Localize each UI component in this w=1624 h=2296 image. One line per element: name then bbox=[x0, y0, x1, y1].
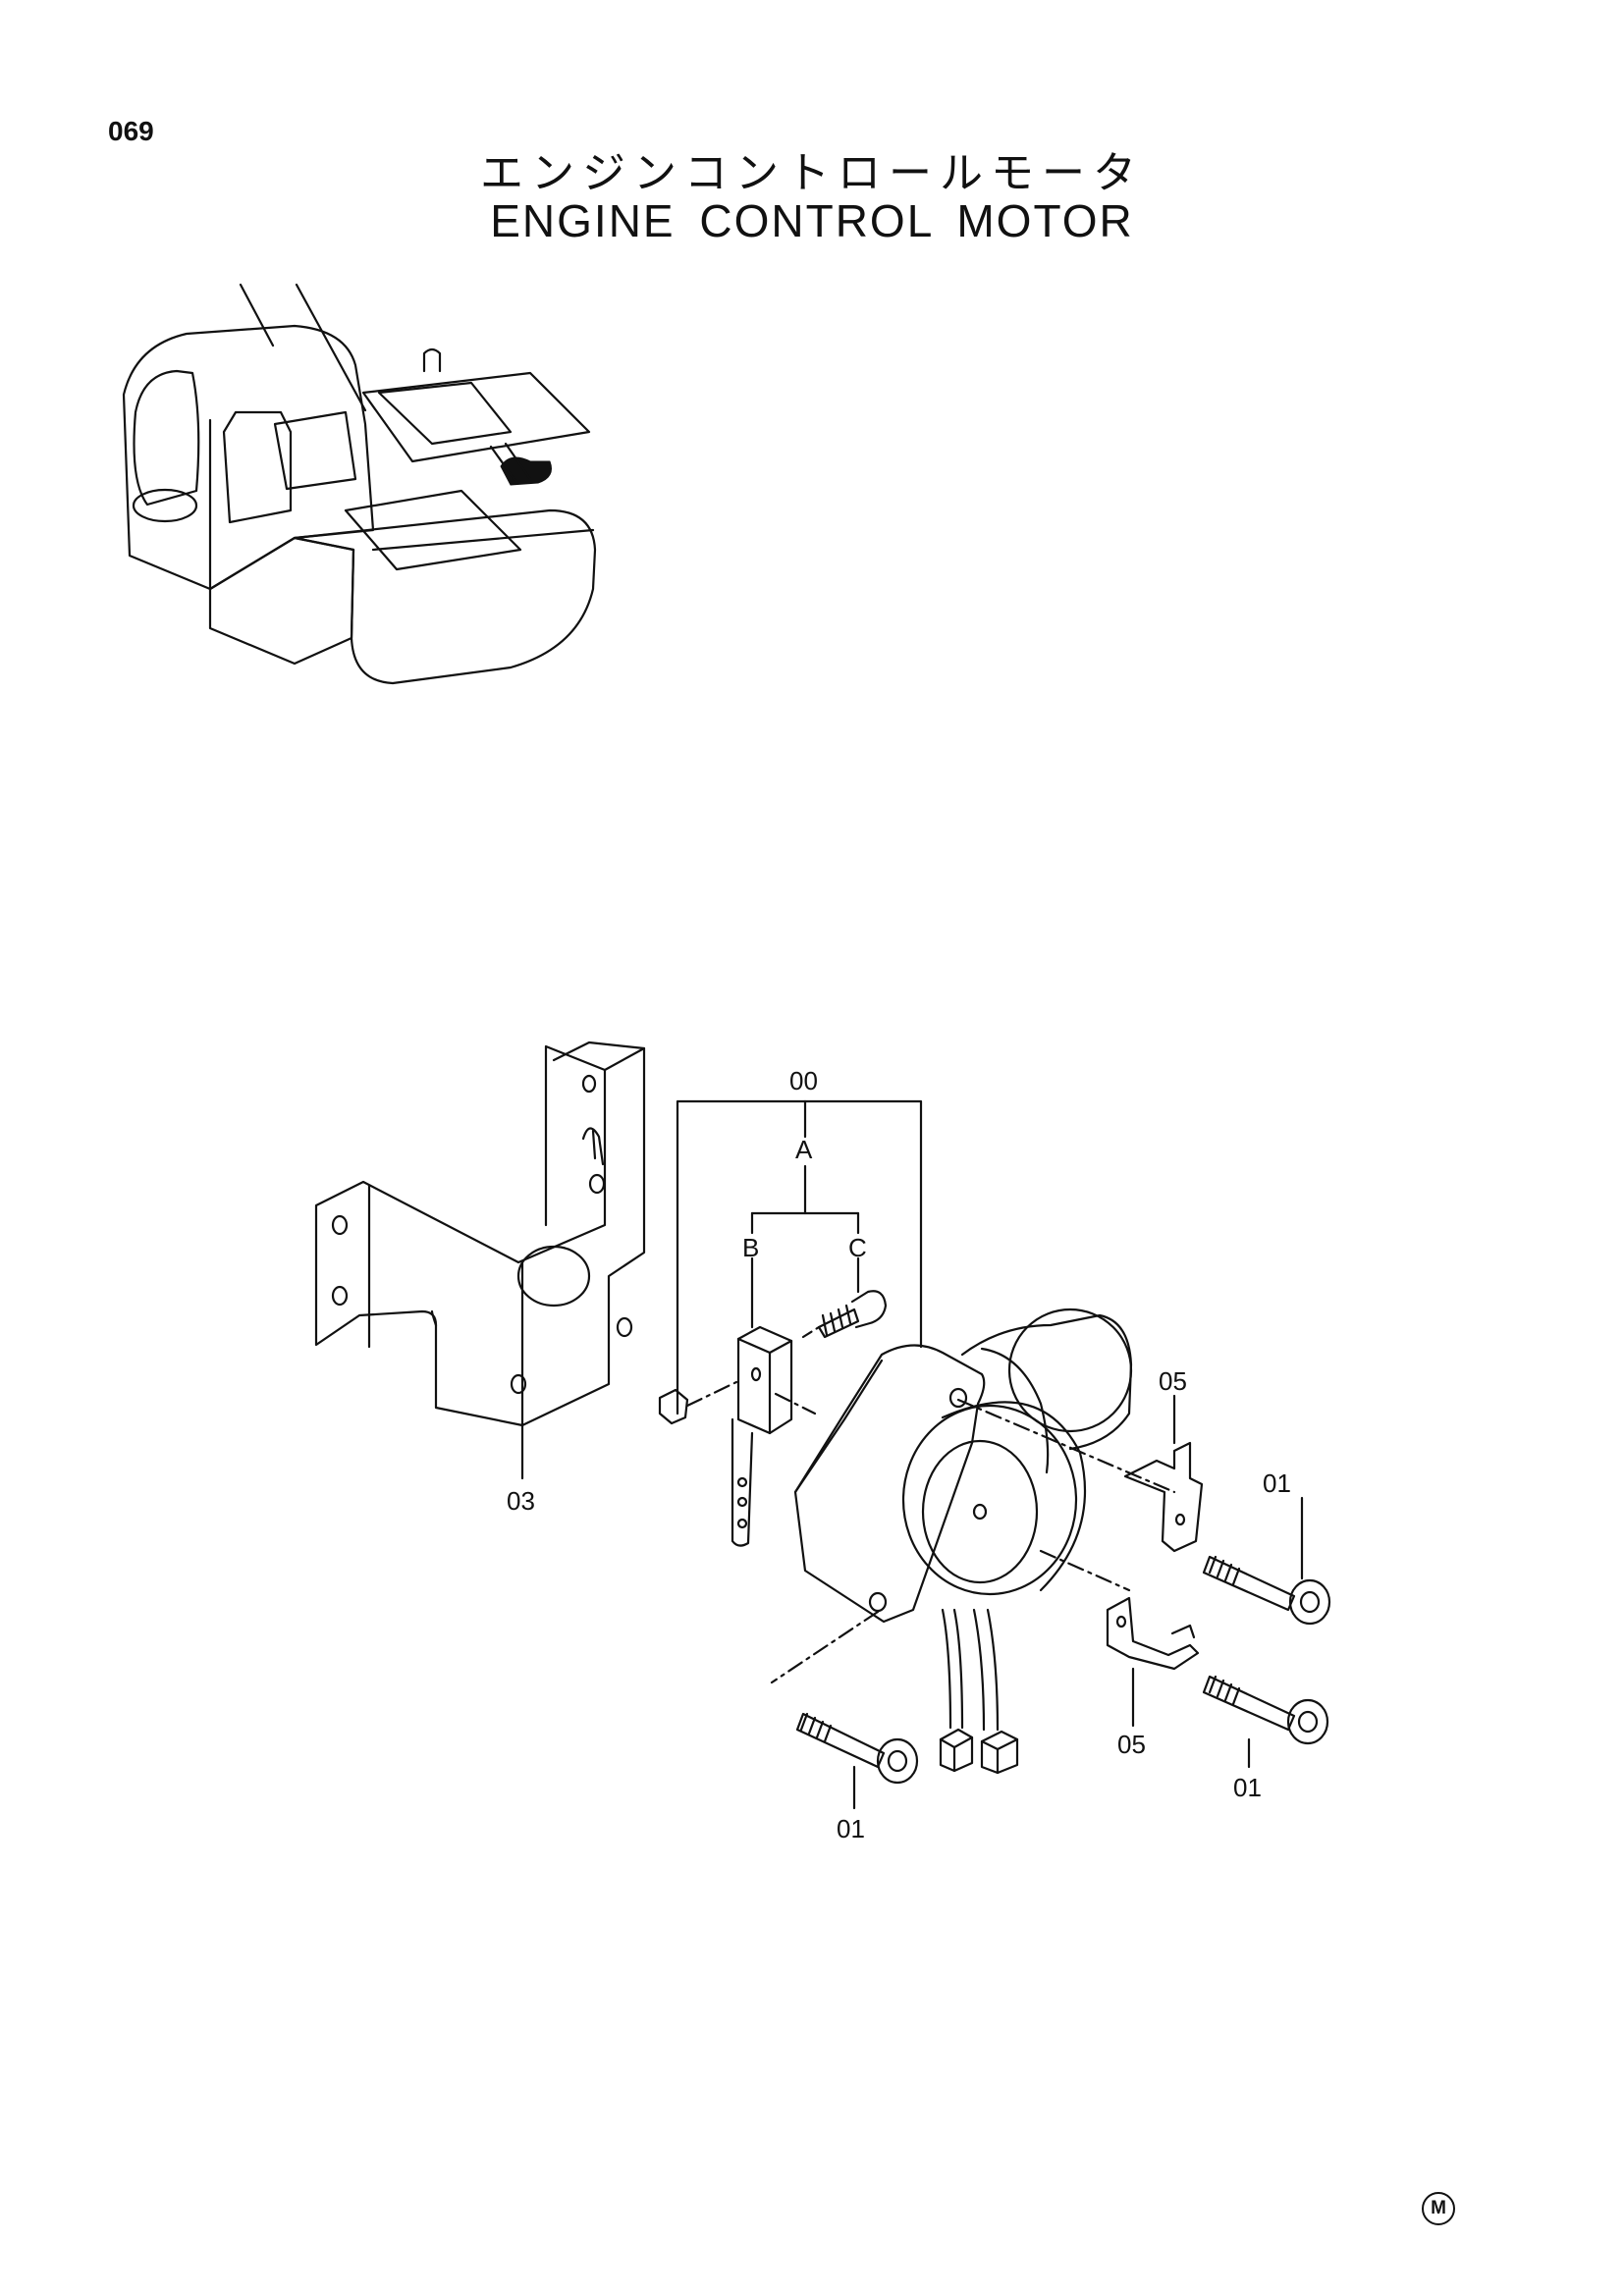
counterweight bbox=[293, 508, 597, 685]
bracket-center-hole bbox=[516, 1245, 591, 1308]
cab-rear-window bbox=[222, 410, 293, 524]
manufacturer-mark: M bbox=[1422, 2192, 1455, 2225]
stay-upper bbox=[1123, 1394, 1204, 1553]
nut bbox=[658, 1388, 689, 1425]
title-japanese: エンジンコントロールモータ bbox=[480, 148, 1144, 198]
callout-01-right-upper: 01 bbox=[1263, 1468, 1291, 1498]
engine-hood bbox=[361, 371, 591, 463]
callout-labels: 00 A B C 03 05 05 01 01 01 bbox=[507, 1066, 1291, 1843]
callout-05-lower: 05 bbox=[1117, 1730, 1146, 1759]
bolt-right-upper bbox=[1202, 1496, 1331, 1626]
motor-flange bbox=[793, 1344, 986, 1624]
hatch-line bbox=[489, 442, 532, 483]
callout-c: C bbox=[848, 1233, 867, 1262]
connector-2 bbox=[980, 1730, 1019, 1775]
harness-1 bbox=[941, 1608, 952, 1730]
callout-01-left-lower: 01 bbox=[837, 1814, 865, 1843]
lever-part bbox=[658, 1325, 817, 1547]
boom-line-2 bbox=[295, 283, 367, 412]
page-number: 069 bbox=[108, 116, 154, 146]
bolt-left-lower bbox=[770, 1610, 919, 1810]
callout-01-right-lower: 01 bbox=[1233, 1773, 1262, 1802]
callout-a: A bbox=[795, 1135, 813, 1164]
bolt-right-lower bbox=[1202, 1675, 1329, 1769]
callout-05-upper: 05 bbox=[1159, 1366, 1187, 1396]
cab-door-window bbox=[133, 369, 200, 507]
handrail bbox=[132, 488, 198, 523]
excavator-locator-view bbox=[122, 283, 597, 685]
exhaust-stack bbox=[422, 347, 442, 373]
callout-b: B bbox=[742, 1233, 759, 1262]
hood-line bbox=[371, 528, 595, 552]
cab-outline bbox=[122, 324, 375, 591]
callout-03: 03 bbox=[507, 1486, 535, 1516]
callout-00: 00 bbox=[789, 1066, 818, 1095]
bracket-03 bbox=[314, 1041, 646, 1427]
connector-1 bbox=[939, 1728, 974, 1773]
screw-c bbox=[801, 1290, 888, 1339]
stay-lower bbox=[1106, 1596, 1200, 1728]
motor-can bbox=[901, 1404, 1078, 1596]
engine-control-motor bbox=[793, 1308, 1176, 1775]
cab-roof-window bbox=[273, 410, 357, 491]
boom-line-1 bbox=[239, 283, 275, 347]
title-english: ENGINE CONTROL MOTOR bbox=[490, 195, 1134, 246]
motor-rear-body bbox=[960, 1313, 1133, 1451]
upper-cover bbox=[377, 381, 513, 446]
harness-2 bbox=[972, 1608, 986, 1732]
assembly-tree-lines bbox=[520, 1099, 923, 1480]
counterweight-lower bbox=[208, 536, 355, 666]
